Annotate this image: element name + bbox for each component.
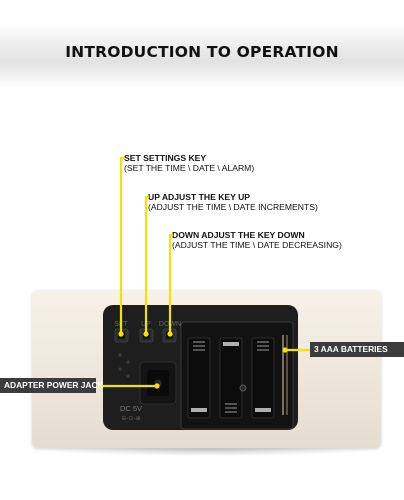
title-band: [0, 22, 404, 88]
callout-down-desc: (ADJUST THE TIME \ DATE DECREASING): [172, 240, 342, 250]
callout-line-down: [168, 233, 174, 335]
polarity-symbol: ⊖-⊙-⊕: [121, 415, 140, 422]
page-title: INTRODUCTION TO OPERATION: [65, 43, 339, 61]
callout-lines: [93, 156, 314, 388]
callout-set: SET SETTINGS KEY (SET THE TIME \ DATE \ …: [124, 153, 254, 173]
callout-set-title: SET SETTINGS KEY: [124, 153, 207, 163]
callout-up-desc: (ADJUST THE TIME \ DATE INCREMENTS): [148, 202, 318, 212]
power-jack[interactable]: [139, 361, 177, 405]
callout-up-title: UP ADJUST THE KEY UP: [148, 192, 251, 202]
label-batteries: 3 AAA BATTERIES: [310, 342, 404, 357]
panel-dots: [118, 353, 130, 378]
callout-line-up: [144, 195, 150, 335]
callout-endpoints: [118, 331, 288, 389]
label-batteries-text: 3 AAA BATTERIES: [314, 344, 388, 354]
callout-down: DOWN ADJUST THE KEY DOWN (ADJUST THE TIM…: [172, 230, 342, 250]
battery-compartment: [180, 321, 294, 430]
callout-set-desc: (SET THE TIME \ DATE \ ALARM): [124, 163, 255, 173]
callout-up: UP ADJUST THE KEY UP (ADJUST THE TIME \ …: [148, 192, 318, 212]
callout-line-set: [119, 156, 126, 335]
label-adapter-text: ADAPTER POWER JACK: [4, 380, 104, 390]
label-adapter: ADAPTER POWER JACK: [0, 378, 104, 393]
power-rating-label: DC 5V: [120, 404, 142, 413]
callout-down-title: DOWN ADJUST THE KEY DOWN: [172, 230, 305, 240]
